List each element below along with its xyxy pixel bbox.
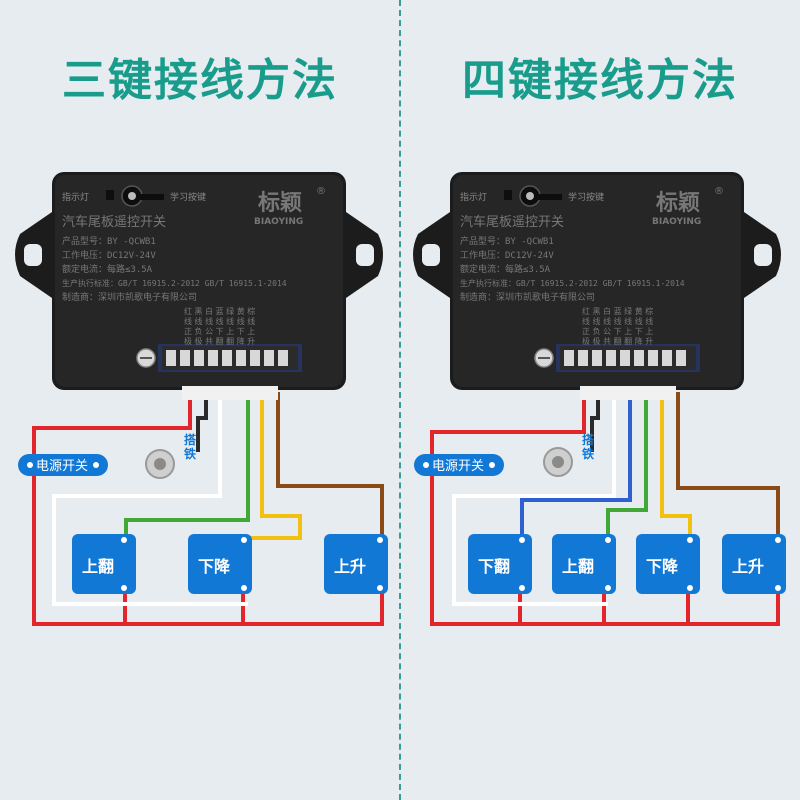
- right-button-raise: 上升: [722, 534, 786, 594]
- left-ground-bolt: [145, 449, 175, 479]
- left-brown-wire: [276, 392, 384, 540]
- svg-text:极 极 共 翻 翻 降 升: 极 极 共 翻 翻 降 升: [582, 336, 653, 346]
- svg-text:产品型号：BY -QCWB1: 产品型号：BY -QCWB1: [62, 235, 156, 247]
- left-power-switch-label: 电源开关: [36, 459, 88, 474]
- right-product-name: 汽车尾板遥控开关: [460, 214, 564, 230]
- right-ground-label-2: 铁: [582, 446, 594, 461]
- left-ground-label-2: 铁: [184, 446, 196, 461]
- svg-text:上升: 上升: [334, 557, 366, 576]
- svg-text:额定电流：每路≤3.5A: 额定电流：每路≤3.5A: [460, 263, 551, 275]
- svg-text:红 黑 白 蓝 绿 黄 棕: 红 黑 白 蓝 绿 黄 棕: [184, 306, 255, 316]
- right-button-flip-down: 下翻: [468, 534, 532, 594]
- right-white-wire: [452, 392, 616, 606]
- svg-text:正 负 公 下 上 下 上: 正 负 公 下 上 下 上: [582, 326, 653, 336]
- left-white-wire: [52, 392, 222, 606]
- svg-text:下翻: 下翻: [478, 557, 510, 576]
- right-diagram: 指示灯 学习按键 标颖 ® BIAOYING 汽车尾板遥控开关 产品型号：BY …: [412, 171, 786, 626]
- left-brand-cn: 标颖: [258, 190, 302, 216]
- svg-text:线 线 线 线 线 线 线: 线 线 线 线 线 线 线: [184, 316, 255, 326]
- left-learn-label: 学习按键: [170, 191, 206, 203]
- right-brown-wire: [676, 392, 780, 540]
- svg-text:上升: 上升: [732, 557, 764, 576]
- divider: [399, 0, 401, 800]
- right-black-wire: [590, 392, 600, 452]
- left-indicator-label: 指示灯: [62, 191, 89, 203]
- svg-text:下降: 下降: [198, 557, 231, 576]
- left-controller-module: 指示灯 学习按键 标颖 ® BIAOYING 汽车尾板遥控开关 产品型号：BY …: [14, 171, 384, 401]
- right-indicator-label: 指示灯: [460, 191, 487, 203]
- right-ground-label-1: 搭: [582, 432, 595, 447]
- right-controller-module: 指示灯 学习按键 标颖 ® BIAOYING 汽车尾板遥控开关 产品型号：BY …: [412, 171, 782, 401]
- right-learn-label: 学习按键: [568, 191, 604, 203]
- svg-text:®: ®: [316, 186, 326, 197]
- left-yellow-wire: [246, 392, 302, 540]
- right-yellow-wire: [660, 392, 692, 540]
- left-red-wire: [32, 392, 384, 626]
- svg-text:工作电压：DC12V-24V: 工作电压：DC12V-24V: [460, 249, 554, 261]
- right-brand-en: BIAOYING: [652, 217, 701, 227]
- title-four-key: 四键接线方法: [462, 55, 738, 106]
- svg-text:红 黑 白 蓝 绿 黄 棕: 红 黑 白 蓝 绿 黄 棕: [582, 306, 653, 316]
- left-power-switch: 电源开关: [18, 454, 108, 476]
- svg-text:上翻: 上翻: [82, 557, 114, 576]
- left-ground-label-1: 搭: [184, 432, 197, 447]
- right-ground-bolt: [543, 447, 573, 477]
- left-product-name: 汽车尾板遥控开关: [62, 214, 166, 230]
- right-power-switch-label: 电源开关: [432, 459, 484, 474]
- svg-text:生产执行标准：GB/T 16915.2-2012 GB/T: 生产执行标准：GB/T 16915.2-2012 GB/T 16915.1-20…: [460, 278, 685, 288]
- svg-text:线 线 线 线 线 线 线: 线 线 线 线 线 线 线: [582, 316, 653, 326]
- left-button-lower: 下降: [188, 534, 252, 594]
- right-button-lower: 下降: [636, 534, 700, 594]
- left-green-wire: [124, 392, 250, 540]
- right-button-flip-up: 上翻: [552, 534, 616, 594]
- right-red-wire: [430, 392, 780, 626]
- right-power-switch: 电源开关: [414, 454, 504, 476]
- svg-text:正 负 公 下 上 下 上: 正 负 公 下 上 下 上: [184, 326, 255, 336]
- svg-text:®: ®: [714, 186, 724, 197]
- svg-text:产品型号：BY -QCWB1: 产品型号：BY -QCWB1: [460, 235, 554, 247]
- svg-text:生产执行标准：GB/T 16915.2-2012 GB/T: 生产执行标准：GB/T 16915.2-2012 GB/T 16915.1-20…: [62, 278, 287, 288]
- svg-text:制造商：深圳市凯歌电子有限公司: 制造商：深圳市凯歌电子有限公司: [62, 291, 197, 303]
- svg-text:制造商：深圳市凯歌电子有限公司: 制造商：深圳市凯歌电子有限公司: [460, 291, 595, 303]
- right-green-wire: [606, 392, 648, 540]
- svg-text:下降: 下降: [646, 557, 679, 576]
- svg-text:工作电压：DC12V-24V: 工作电压：DC12V-24V: [62, 249, 156, 261]
- left-button-flip-up: 上翻: [72, 534, 136, 594]
- title-three-key: 三键接线方法: [62, 55, 338, 106]
- left-button-raise: 上升: [324, 534, 388, 594]
- left-diagram: 指示灯 学习按键 标颖 ® BIAOYING 汽车尾板遥控开关 产品型号：BY …: [14, 171, 388, 626]
- svg-text:上翻: 上翻: [562, 557, 594, 576]
- svg-text:额定电流：每路≤3.5A: 额定电流：每路≤3.5A: [62, 263, 153, 275]
- svg-text:极 极 共 翻 翻 降 升: 极 极 共 翻 翻 降 升: [184, 336, 255, 346]
- left-black-wire: [196, 392, 208, 452]
- left-brand-en: BIAOYING: [254, 217, 303, 227]
- right-blue-wire: [520, 392, 632, 540]
- right-brand-cn: 标颖: [656, 190, 700, 216]
